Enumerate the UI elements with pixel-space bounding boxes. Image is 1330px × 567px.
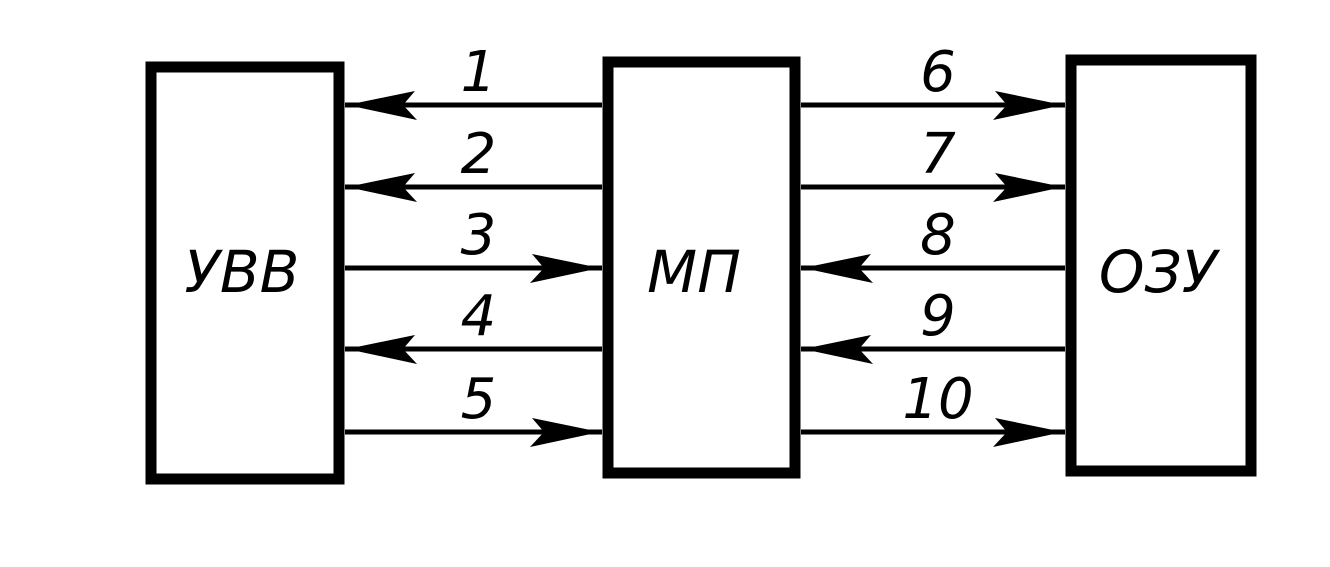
- block-mp: МП: [602, 56, 801, 479]
- connection-label: 9: [920, 284, 956, 349]
- connection-label: 10: [902, 367, 973, 432]
- connection-6: 6: [801, 40, 1065, 120]
- arrow-right-icon: [530, 418, 600, 447]
- block-mp-label: МП: [647, 238, 741, 306]
- connection-label: 6: [920, 40, 956, 105]
- connection-2: 2: [345, 122, 602, 202]
- arrow-right-icon: [530, 254, 600, 283]
- connection-9: 9: [801, 284, 1065, 364]
- arrow-left-icon: [347, 335, 417, 364]
- connection-label: 5: [461, 367, 497, 432]
- arrow-right-icon: [993, 173, 1063, 202]
- connection-3: 3: [345, 203, 602, 283]
- connection-label: 3: [461, 203, 497, 268]
- connection-8: 8: [801, 203, 1065, 283]
- block-ozu: ОЗУ: [1065, 54, 1257, 477]
- block-uvv-frame: [145, 61, 345, 485]
- block-ozu-frame: [1065, 54, 1257, 477]
- block-uvv-label: УВВ: [185, 238, 300, 306]
- block-uvv: УВВ: [145, 61, 345, 485]
- arrow-left-icon: [347, 173, 417, 202]
- arrow-right-icon: [993, 418, 1063, 447]
- connections: 1 2 3 4 5 6 7 8 9 10: [345, 40, 1065, 447]
- connection-label: 4: [461, 284, 497, 349]
- connection-7: 7: [801, 122, 1065, 202]
- connection-5: 5: [345, 367, 602, 447]
- arrow-left-icon: [347, 91, 417, 120]
- block-ozu-label: ОЗУ: [1099, 238, 1221, 306]
- connection-label: 1: [461, 40, 497, 105]
- connection-label: 8: [920, 203, 956, 268]
- connection-10: 10: [801, 367, 1065, 447]
- block-mp-frame: [602, 56, 801, 479]
- arrow-left-icon: [803, 335, 873, 364]
- connection-label: 2: [461, 122, 497, 187]
- connection-label: 7: [920, 122, 956, 187]
- connection-1: 1: [345, 40, 602, 120]
- arrow-left-icon: [803, 254, 873, 283]
- connection-4: 4: [345, 284, 602, 364]
- arrow-right-icon: [993, 91, 1063, 120]
